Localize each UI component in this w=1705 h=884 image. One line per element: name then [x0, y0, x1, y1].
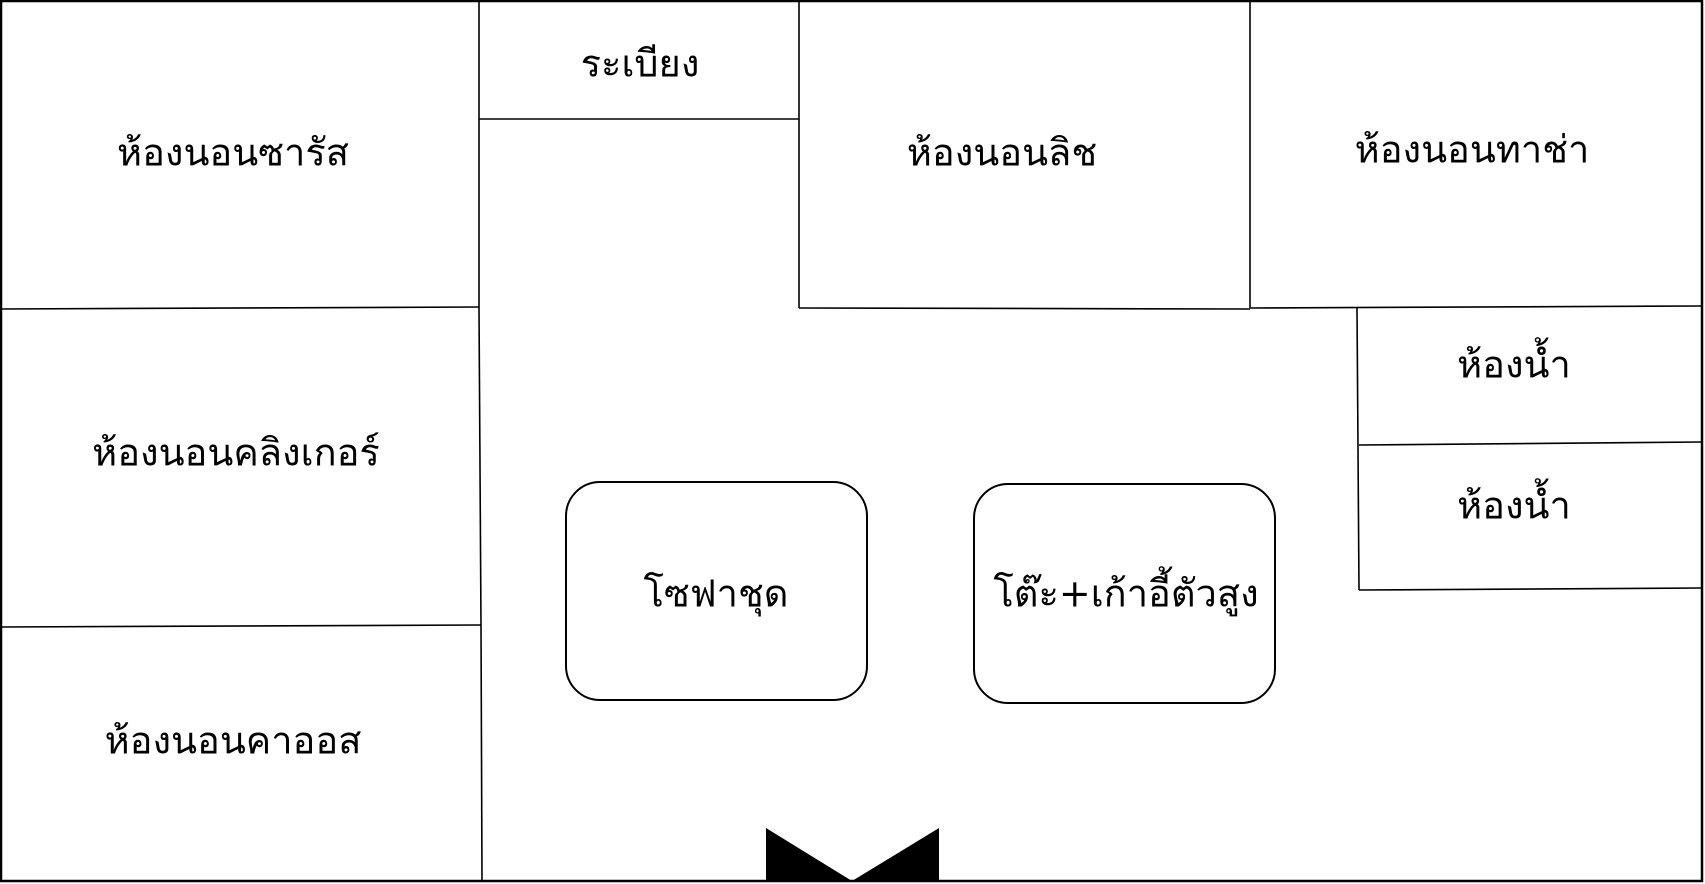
room-bathroom-2: ห้องน้ำ: [1358, 478, 1703, 591]
room-balcony: ระเบียง: [479, 1, 800, 308]
furniture-sofa-set: โซฟาชุด: [565, 481, 868, 701]
sofa-set-shape: [565, 481, 868, 701]
wall-klinger-right: [478, 307, 482, 626]
label-bathroom-1: ห้องน้ำ: [1457, 337, 1571, 387]
label-table-high-chairs: โต๊ะ+เก้าอี้ตัวสูง: [993, 566, 1258, 617]
wall-lich-bottom: [798, 307, 1251, 310]
room-bedroom-chaos: ห้องนอนคาออส: [105, 624, 483, 882]
wall-chaos-right: [480, 624, 483, 882]
room-bedroom-lich: ห้องนอนลิช: [798, 1, 1251, 310]
room-bedroom-tasha: ห้องนอนทาช่า: [1249, 128, 1703, 309]
label-bedroom-saras: ห้องนอนซารัส: [117, 131, 349, 175]
wall-bathroom-left: [1356, 307, 1360, 591]
wall-saras-bottom: [0, 306, 480, 310]
room-bedroom-klinger: ห้องนอนคลิงเกอร์: [0, 307, 482, 628]
table-high-chairs-shape: [973, 483, 1276, 704]
label-bedroom-tasha: ห้องนอนทาช่า: [1355, 128, 1590, 172]
room-bedroom-saras: ห้องนอนซารัส: [0, 1, 480, 310]
label-bedroom-chaos: ห้องนอนคาออส: [105, 719, 362, 763]
wall-tasha-bottom: [1249, 305, 1703, 309]
label-bedroom-klinger: ห้องนอนคลิงเกอร์: [92, 431, 380, 475]
label-balcony: ระเบียง: [581, 42, 700, 86]
entrance-door-marker: [766, 828, 939, 881]
label-sofa-set: โซฟาชุด: [644, 572, 789, 617]
wall-bathroom-divider: [1358, 441, 1703, 446]
wall-klinger-bottom: [0, 624, 482, 628]
furniture-table-high-chairs: โต๊ะ+เก้าอี้ตัวสูง: [973, 483, 1276, 704]
label-bedroom-lich: ห้องนอนลิช: [907, 131, 1097, 175]
room-bathroom-1: ห้องน้ำ: [1356, 307, 1703, 591]
label-bathroom-2: ห้องน้ำ: [1457, 478, 1571, 528]
wall-bathroom-bottom: [1358, 587, 1703, 591]
